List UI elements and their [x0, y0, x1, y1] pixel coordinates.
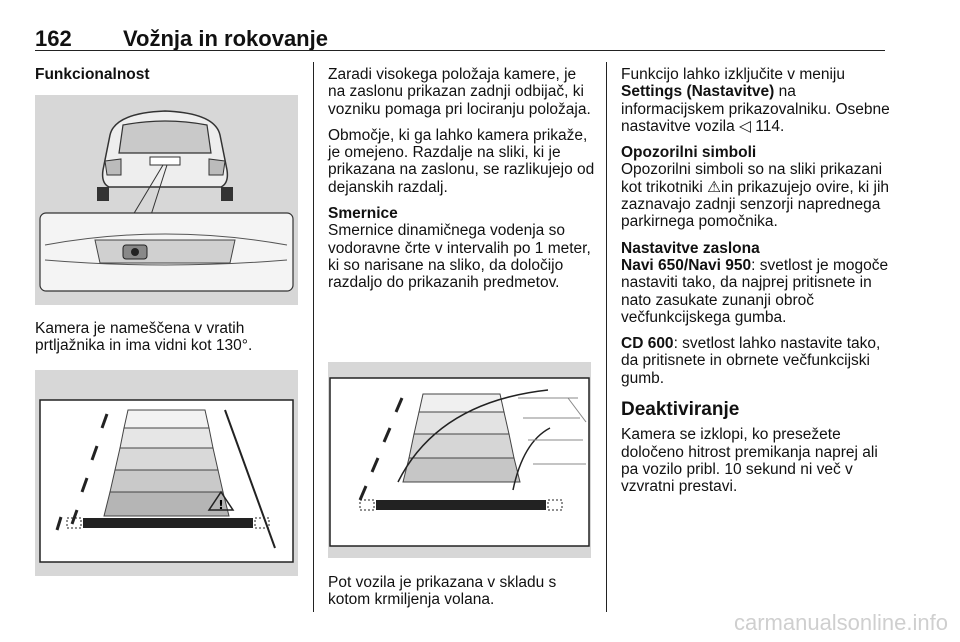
camera-location-illustration [35, 95, 298, 305]
column-1: Funkcionalnost [35, 66, 303, 83]
navi-model-label: Navi 650/Navi 950 [621, 256, 752, 274]
paragraph-guidelines: Smernice dinamičnega vodenja so vodoravn… [328, 222, 591, 292]
column-divider-1 [313, 62, 314, 612]
warning-text-b: in prikazujejo ovire, ki jih zaznavajo z… [621, 178, 890, 231]
column-2: Zaradi visokega položaja kamere, je na z… [328, 66, 596, 301]
caption-camera: Kamera je nameščena v vratih prtljažnika… [35, 320, 303, 355]
paragraph-warning-symbols: Opozorilni simboli so na sliki prikazani… [621, 161, 891, 230]
section-heading-functionality: Funkcionalnost [35, 66, 150, 83]
watermark: carmanualsonline.info [733, 610, 948, 635]
warning-triangle-icon: ⚠ [707, 178, 722, 196]
section-heading-warning-symbols: Opozorilni simboli [621, 144, 757, 162]
paragraph-navi-brightness: Navi 650/Navi 950: svetlost je mogoče na… [621, 257, 891, 326]
section-heading-deactivation: Deaktiviranje [621, 399, 740, 421]
section-heading-display-settings: Nastavitve zaslona [621, 239, 760, 257]
paragraph-cd-brightness: CD 600: svetlost lahko nastavite tako, d… [621, 335, 891, 387]
caption-line-2: prtljažnika in ima vidni kot 130°. [35, 337, 253, 355]
column-divider-2 [606, 62, 607, 612]
page-number: 162 [35, 26, 72, 51]
caption-vehicle-path: Pot vozila je prikazana v skladu s kotom… [328, 574, 596, 609]
cd-model-label: CD 600 [621, 335, 674, 353]
disable-text-b: na informacijskem prikazovalniku. Osebne… [621, 83, 890, 135]
paragraph-camera-range: Območje, ki ga lahko kamera prikaže, je … [328, 126, 595, 196]
caption-vehicle-path-text: Pot vozila je prikazana v skladu s kotom… [328, 574, 557, 609]
paragraph-camera-position: Zaradi visokega položaja kamere, je na z… [328, 66, 591, 118]
page-reference-number: 114. [750, 117, 785, 135]
dynamic-guidelines-illustration [328, 362, 591, 558]
disable-text-a: Funkcijo lahko izključite v meniju [621, 66, 845, 83]
caption-line-1: Kamera je nameščena v vratih [35, 320, 245, 337]
rear-camera-display-illustration: ! [35, 370, 298, 576]
navi-brightness-text: : svetlost je mogoče nastaviti tako, da … [621, 256, 889, 326]
svg-text:!: ! [218, 498, 223, 512]
page-header: 162 Vožnja in rokovanje [35, 24, 885, 54]
cd-brightness-text: : svetlost lahko nastavite tako, da prit… [621, 335, 881, 387]
dynamic-guidelines-drawing [329, 377, 590, 547]
chapter-title: Vožnja in rokovanje [123, 26, 328, 51]
header-rule [35, 50, 885, 51]
settings-menu-label: Settings (Nastavitve) [621, 83, 775, 101]
display-guidelines-drawing: ! [39, 399, 294, 563]
page-reference-arrow-icon: ◁ [739, 117, 751, 135]
warning-text-a: Opozorilni simboli so na sliki prikazani… [621, 161, 883, 196]
paragraph-deactivation: Kamera se izklopi, ko presežete določeno… [621, 426, 878, 496]
camera-location-drawing [39, 110, 294, 292]
section-heading-guidelines: Smernice [328, 205, 398, 223]
